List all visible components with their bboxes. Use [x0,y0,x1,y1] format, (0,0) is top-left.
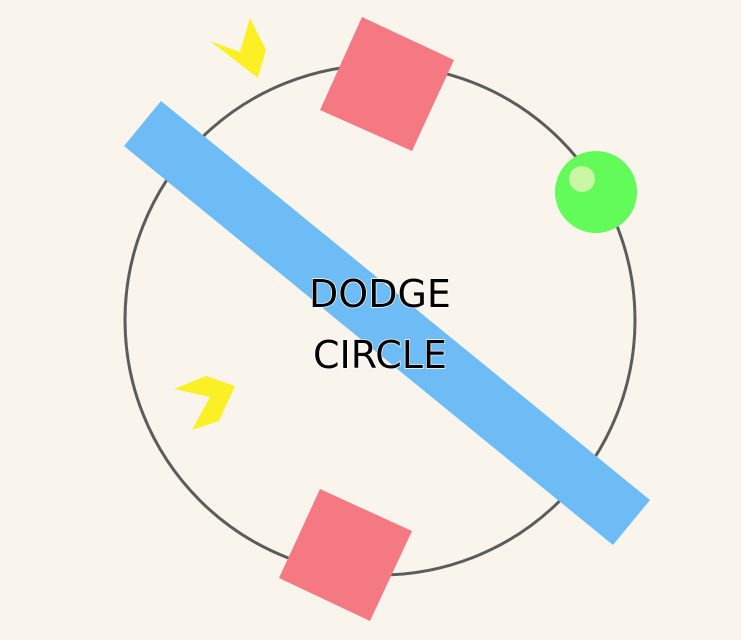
player-ball-highlight [569,166,595,192]
game-title-line-1: DODGE [309,272,451,316]
arrow-pickup-top [210,18,266,78]
bar-obstacle [124,101,650,545]
arrow-pickup-left [174,376,235,430]
player-ball-body [555,151,637,233]
block-obstacle-top [320,17,454,151]
block-obstacle-bottom [279,489,412,621]
game-title-line-2: CIRCLE [313,333,447,377]
player-ball[interactable] [555,151,637,233]
